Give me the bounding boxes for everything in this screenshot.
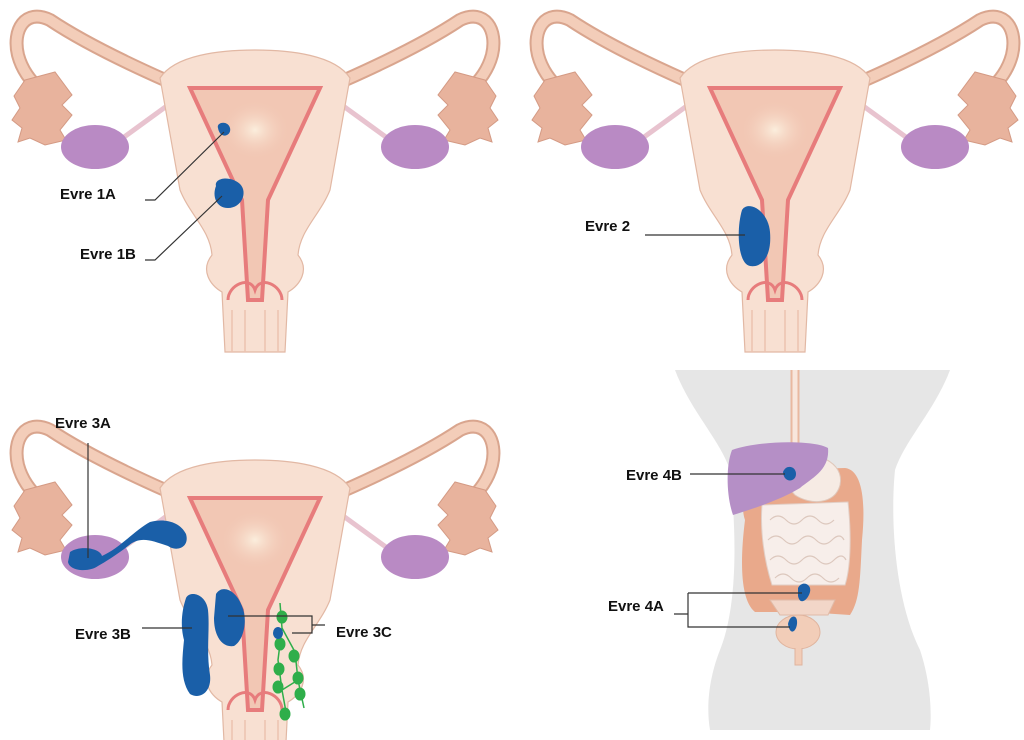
tumor-3b: [181, 594, 211, 696]
label-stage-2: Evre 2: [585, 218, 630, 235]
label-stage-3c: Evre 3C: [336, 624, 392, 641]
tumor-1b: [214, 178, 244, 208]
label-stage-1b: Evre 1B: [80, 246, 136, 263]
tumor-4a-bladder: [788, 616, 798, 632]
tumor-2: [738, 206, 771, 267]
label-stage-4a: Evre 4A: [608, 598, 664, 615]
panel-stage-2: Evre 2: [532, 17, 1018, 352]
bladder: [775, 614, 821, 650]
tumor-3a: [68, 520, 187, 571]
small-intestine: [761, 501, 851, 586]
lymph-nodes: [272, 602, 306, 721]
liver: [727, 442, 829, 515]
panel-stage-4: Evre 4B Evre 4A: [608, 370, 950, 730]
panel-stage-3: Evre 3A Evre 3B Evre 3C: [12, 415, 498, 740]
tumor-4b: [783, 466, 796, 481]
uterus-illustration: [12, 427, 498, 740]
tumor-4a-bowel: [798, 583, 811, 602]
uterus-illustration: [532, 17, 1018, 352]
label-stage-4b: Evre 4B: [626, 467, 682, 484]
panel-stage-1: Evre 1A Evre 1B: [12, 17, 498, 352]
label-stage-1a: Evre 1A: [60, 186, 116, 203]
tumor-1a: [217, 122, 231, 136]
uterus-illustration: [12, 17, 498, 352]
label-stage-3b: Evre 3B: [75, 626, 131, 643]
lymph-node-tumor: [273, 627, 283, 639]
tumor-3b-right: [214, 589, 245, 647]
label-stage-3a: Evre 3A: [55, 415, 111, 432]
